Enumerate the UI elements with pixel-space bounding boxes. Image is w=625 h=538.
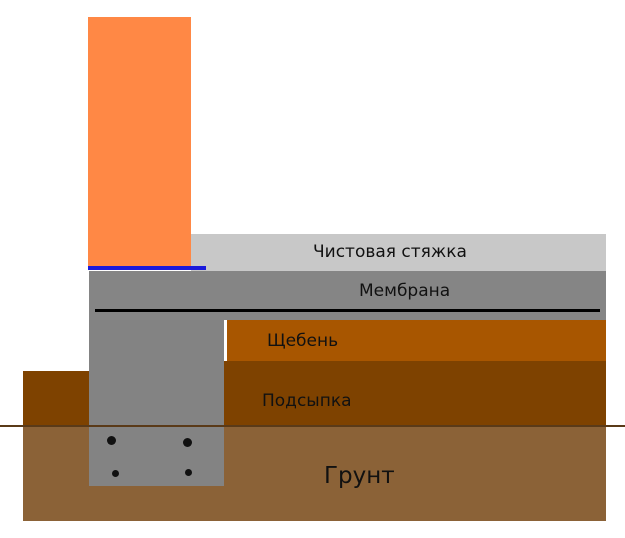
finish-screed-layer [191, 234, 606, 271]
wall-block [88, 17, 191, 269]
rebar-dot [183, 438, 192, 447]
rebar-dot [112, 470, 119, 477]
finish-screed-label: Чистовая стяжка [313, 242, 467, 262]
ground-line [0, 425, 625, 427]
ground-label: Грунт [324, 463, 395, 489]
waterproofing-line [88, 266, 206, 270]
crushed-stone-label: Щебень [267, 331, 339, 351]
backfill-left-layer [23, 371, 89, 425]
membrane-label: Мембрана [359, 281, 451, 301]
foundation-block [89, 320, 224, 486]
backfill-label: Подсыпка [262, 391, 352, 411]
crushed-stone-layer [227, 320, 606, 361]
backfill-layer [224, 361, 606, 425]
rebar-dot [107, 436, 116, 445]
membrane-layer [89, 271, 606, 320]
membrane-line [95, 309, 600, 312]
rebar-dot [185, 469, 192, 476]
